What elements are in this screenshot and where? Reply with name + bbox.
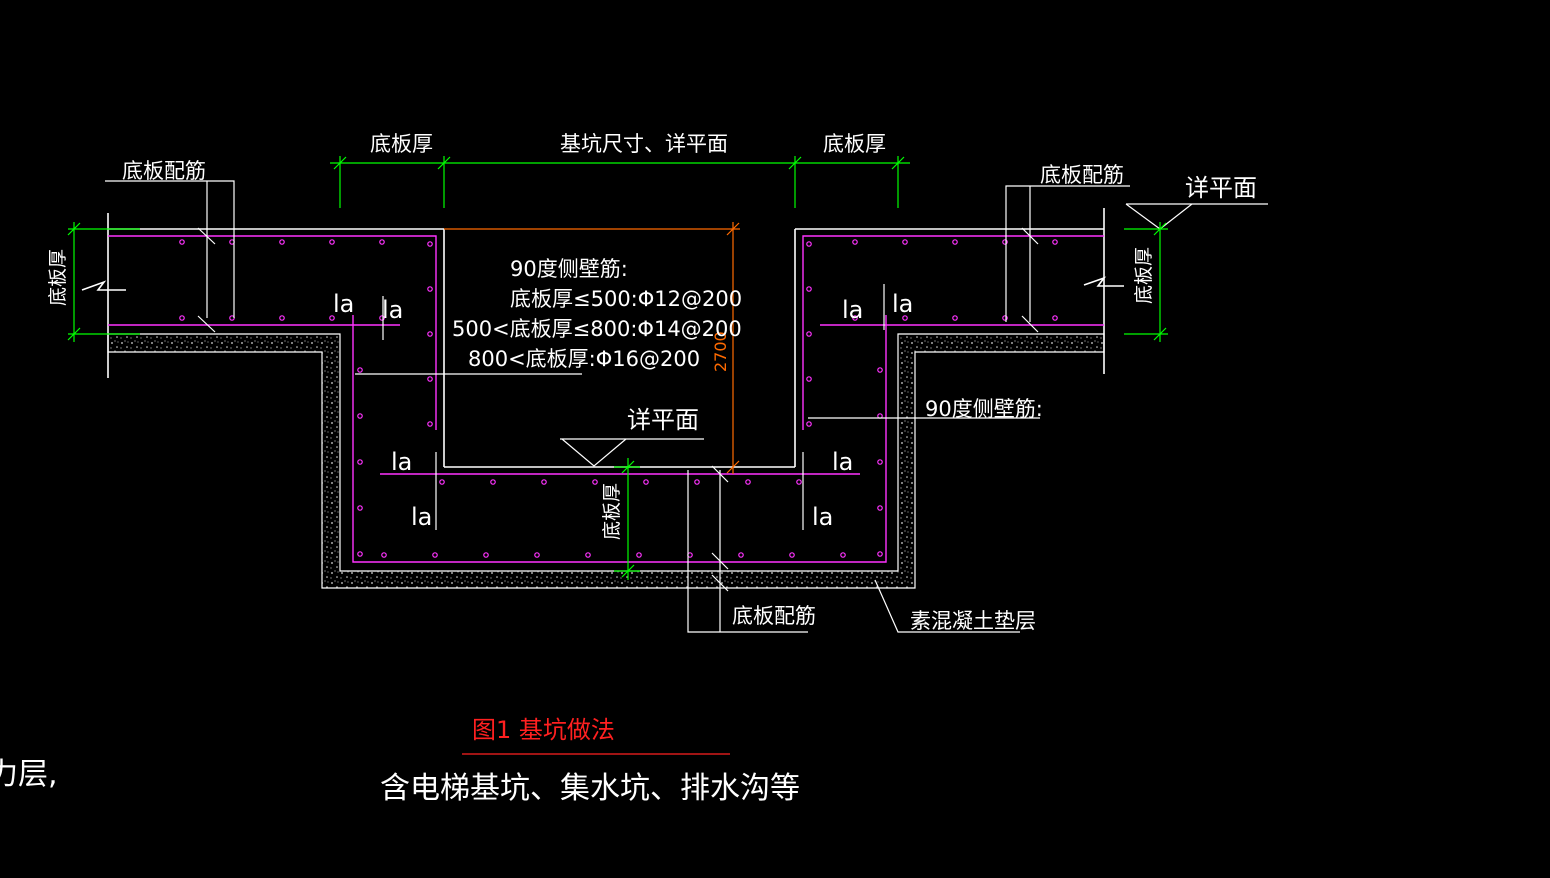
- rebar-dot: [427, 241, 433, 247]
- rebar-dot: [427, 376, 433, 382]
- rebar-dot: [427, 286, 433, 292]
- depth-dimension: [444, 222, 740, 474]
- callout-slab-rebar-right: 底板配筋: [1040, 163, 1124, 187]
- rebar-dot: [952, 239, 958, 245]
- callout-see-plan-right: 详平面: [1185, 174, 1257, 202]
- rebar-dot: [329, 315, 335, 321]
- rebar-dot: [952, 315, 958, 321]
- rebar-dot: [852, 239, 858, 245]
- anchorage-label: la: [333, 290, 354, 318]
- rebar-dot: [806, 286, 812, 292]
- dim-slab-thk-top-left: 底板厚: [370, 132, 433, 156]
- rebar-dot: [279, 239, 285, 245]
- leader-lines: [105, 180, 1130, 633]
- partial-note-left: 力层,: [0, 757, 58, 792]
- rebar-dot: [877, 505, 883, 511]
- rebar-dot: [357, 413, 363, 419]
- rebar-lines: [108, 235, 1104, 563]
- text-layer: 底板厚 基坑尺寸、详平面 底板厚 底板配筋 底板配筋 详平面 底板厚 底板厚 底…: [0, 132, 1257, 806]
- rebar-dot: [806, 331, 812, 337]
- dimension-lines: [67, 156, 1168, 580]
- rebar-dot: [427, 331, 433, 337]
- figure-subtitle: 含电梯基坑、集水坑、排水沟等: [380, 771, 800, 806]
- rebar-dot: [806, 241, 812, 247]
- dim-slab-thk-pit-bottom: 底板厚: [601, 483, 623, 540]
- callout-see-plan-center: 详平面: [627, 406, 699, 434]
- rebar-dot: [357, 551, 363, 557]
- rebar-dot: [329, 239, 335, 245]
- rebar-dot: [1002, 315, 1008, 321]
- rebar-dot: [381, 552, 387, 558]
- rebar-dot: [902, 239, 908, 245]
- rebar-dot: [1052, 315, 1058, 321]
- rebar-dot: [796, 479, 802, 485]
- rebar-dot: [432, 552, 438, 558]
- elevation-marker-center: [560, 438, 704, 467]
- anchorage-label: la: [382, 296, 403, 324]
- rebar-dot: [490, 479, 496, 485]
- rebar-dot: [379, 315, 385, 321]
- rebar-dot: [877, 551, 883, 557]
- dim-pit-depth: 2700: [711, 331, 730, 372]
- anchorage-label: la: [842, 296, 863, 324]
- rebar-dot: [745, 479, 751, 485]
- rebar-dot: [694, 479, 700, 485]
- anchorage-label: la: [892, 290, 913, 318]
- rebar-dot: [1052, 239, 1058, 245]
- elevation-marker-right: [1125, 203, 1268, 230]
- rebar-dot: [1002, 239, 1008, 245]
- callout-cushion-layer: 素混凝土垫层: [910, 609, 1036, 633]
- rebar-dot: [877, 367, 883, 373]
- rebar-dot: [877, 459, 883, 465]
- callout-slab-rebar-left: 底板配筋: [122, 159, 206, 183]
- rebar-dot: [806, 421, 812, 427]
- note-rule-2: 500<底板厚≤800:Φ14@200: [452, 317, 742, 341]
- rebar-dot: [806, 376, 812, 382]
- rebar-dot: [179, 239, 185, 245]
- rebar-dot: [483, 552, 489, 558]
- rebar-dot: [357, 505, 363, 511]
- rebar-dot: [179, 315, 185, 321]
- rebar-dot: [738, 552, 744, 558]
- rebar-dot: [357, 459, 363, 465]
- callout-side-wall-90-right: 90度侧壁筋:: [925, 397, 1043, 421]
- dim-slab-thk-right-vertical: 底板厚: [1133, 247, 1155, 304]
- dim-slab-thk-top-right: 底板厚: [823, 132, 886, 156]
- rebar-dot: [902, 315, 908, 321]
- rebar-dot: [427, 421, 433, 427]
- anchorage-ticks: [382, 284, 885, 530]
- rebar-dot: [789, 552, 795, 558]
- rebar-dot: [636, 552, 642, 558]
- rebar-dot: [534, 552, 540, 558]
- rebar-dot: [439, 479, 445, 485]
- rebar-dot: [840, 552, 846, 558]
- rebar-dot: [379, 239, 385, 245]
- rebar-dot: [357, 367, 363, 373]
- dim-slab-thk-left-vertical: 底板厚: [47, 249, 69, 306]
- structure-outline: [81, 208, 1124, 468]
- rebar-dot: [541, 479, 547, 485]
- anchorage-label: la: [411, 503, 432, 531]
- dim-pit-size: 基坑尺寸、详平面: [560, 132, 728, 156]
- rebar-dot: [852, 315, 858, 321]
- note-rule-1: 底板厚≤500:Φ12@200: [510, 287, 742, 311]
- anchorage-label: la: [391, 448, 412, 476]
- anchorage-label: la: [832, 448, 853, 476]
- rebar-dot: [279, 315, 285, 321]
- rebar-dot: [585, 552, 591, 558]
- rebar-dot: [643, 479, 649, 485]
- note-rule-3: 800<底板厚:Φ16@200: [468, 347, 700, 371]
- rebar-dots: [179, 239, 1058, 558]
- rebar-dot: [592, 479, 598, 485]
- anchorage-label: la: [812, 503, 833, 531]
- note-side-wall-90-title: 90度侧壁筋:: [510, 257, 628, 281]
- callout-slab-rebar-bottom: 底板配筋: [732, 604, 816, 628]
- cushion-layer-hatch: [107, 333, 1105, 589]
- figure-title: 图1 基坑做法: [472, 716, 615, 744]
